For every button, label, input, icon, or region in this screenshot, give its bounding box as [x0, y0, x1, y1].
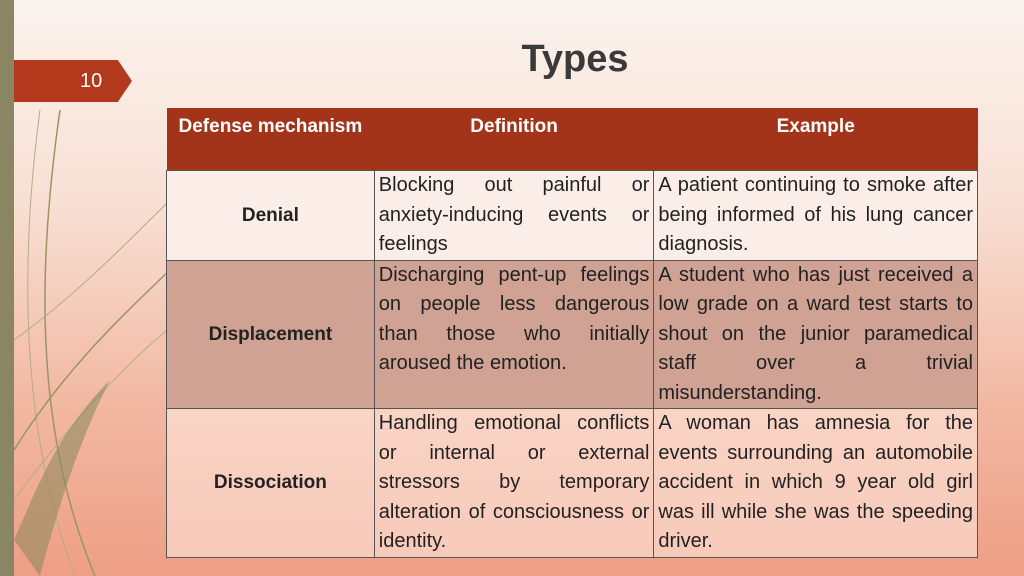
column-header-definition: Definition [374, 108, 654, 171]
slide-title: Types [521, 38, 629, 80]
defense-mechanisms-table: Defense mechanism Definition Example Den… [166, 108, 978, 558]
column-header-mechanism: Defense mechanism [166, 108, 375, 171]
table-row: Denial Blocking out painful or anxiety-i… [166, 170, 978, 261]
example-cell: A student who has just received a low gr… [653, 259, 978, 409]
table-row: Dissociation Handling emotional conflict… [166, 408, 978, 558]
table-header-row: Defense mechanism Definition Example [166, 108, 978, 171]
slide-number-badge: 10 [14, 60, 132, 102]
mechanism-cell: Dissociation [166, 408, 375, 558]
definition-cell: Blocking out painful or anxiety-inducing… [373, 170, 655, 261]
table-row: Displacement Discharging pent-up feeling… [166, 259, 978, 409]
example-cell: A woman has amnesia for the events surro… [653, 408, 978, 558]
column-header-example: Example [653, 108, 978, 171]
slide-number: 10 [80, 69, 103, 92]
definition-cell: Discharging pent-up feelings on people l… [373, 259, 655, 409]
definition-cell: Handling emotional conflicts or internal… [373, 408, 655, 558]
left-accent-bar [0, 0, 14, 576]
mechanism-cell: Denial [166, 170, 375, 261]
mechanism-cell: Displacement [166, 259, 375, 409]
example-cell: A patient continuing to smoke after bein… [653, 170, 978, 261]
